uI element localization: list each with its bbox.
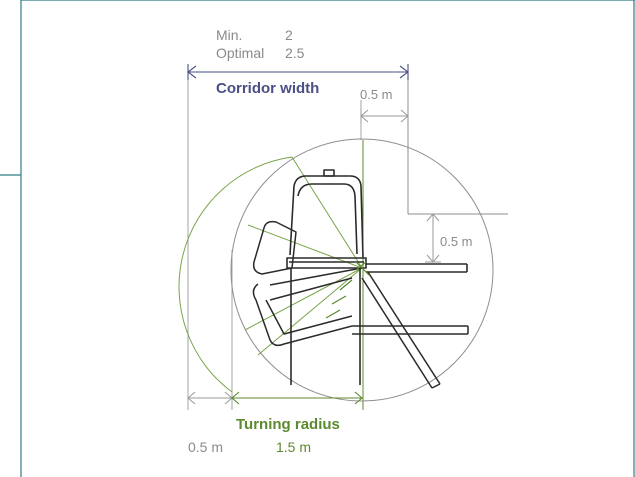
turning-radius-label: Turning radius <box>236 416 340 433</box>
corridor-width-label: Corridor width <box>216 80 319 97</box>
top-clearance-arrow <box>360 108 409 124</box>
min-label: Min. <box>216 27 242 43</box>
min-value: 2 <box>285 27 293 43</box>
wall-outline <box>407 78 508 215</box>
bottom-left-clearance-arrow <box>187 391 233 405</box>
radius-sweep-lines <box>178 156 363 393</box>
wheelchair-forward <box>286 169 468 385</box>
bottom-radius-value: 1.5 m <box>276 439 311 455</box>
wheel-pivot-detail <box>325 261 371 319</box>
right-clearance-label: 0.5 m <box>440 234 473 249</box>
top-clearance-label: 0.5 m <box>360 87 393 102</box>
turning-circle <box>230 138 494 402</box>
right-clearance-arrow <box>425 213 441 263</box>
optimal-label: Optimal <box>216 45 264 61</box>
corridor-width-arrow <box>187 64 409 80</box>
wheelchair-rotated <box>252 220 469 389</box>
turning-radius-arrow <box>231 391 363 405</box>
optimal-value: 2.5 <box>285 45 305 61</box>
bottom-left-value: 0.5 m <box>188 439 223 455</box>
reference-lines <box>187 68 362 410</box>
